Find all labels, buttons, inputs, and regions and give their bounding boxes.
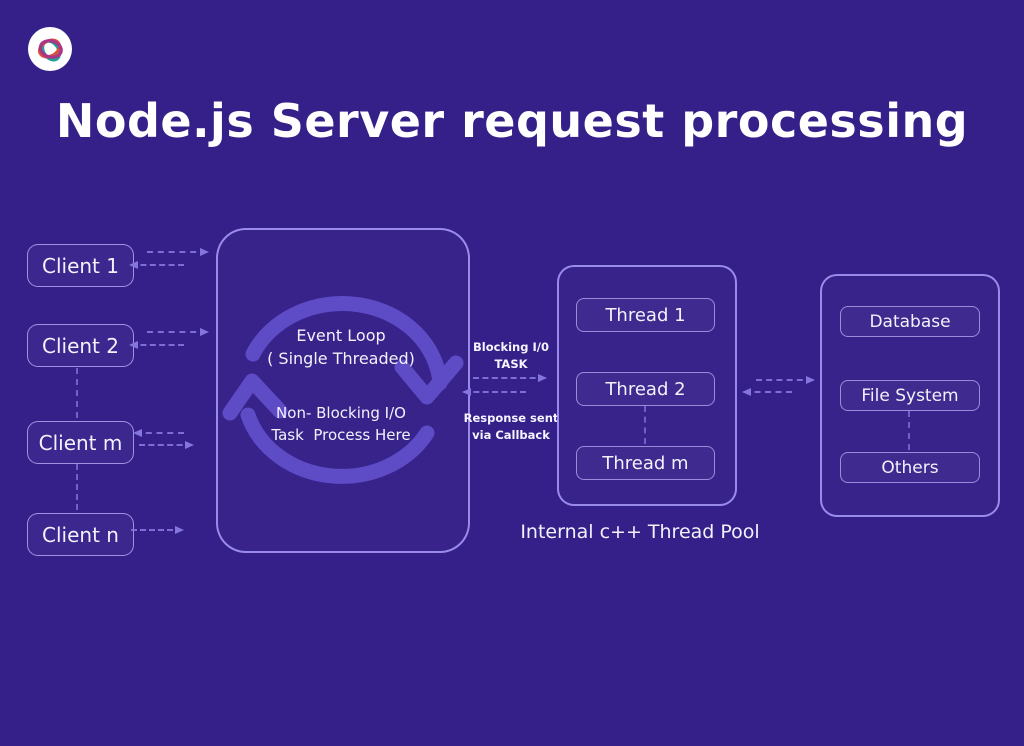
event-loop-title-line1: Event Loop: [296, 326, 386, 345]
client-1-box: Client 1: [27, 244, 134, 287]
thread-pool-box: [557, 265, 737, 506]
client-ellipsis-line: [76, 464, 78, 510]
client-ellipsis-line: [76, 368, 78, 418]
database-label: Database: [869, 311, 951, 332]
client-1-label: Client 1: [42, 253, 119, 278]
database-box: Database: [840, 306, 980, 337]
resources-box: [820, 274, 1000, 517]
blocking-task-label-line1: Blocking I/0: [473, 340, 549, 354]
clientm-response-arrow: [133, 429, 184, 437]
response-label-line1: Response sent: [463, 411, 559, 425]
response-callback-arrow: [462, 388, 526, 396]
client-m-box: Client m: [27, 421, 134, 464]
resources-to-pool-arrow: [742, 388, 792, 396]
brand-logo-icon: [28, 27, 72, 71]
client-n-box: Client n: [27, 513, 134, 556]
others-box: Others: [840, 452, 980, 483]
event-loop-body-line1: Non- Blocking I/O: [276, 404, 406, 422]
clientn-request-arrow: [131, 526, 184, 534]
file-system-box: File System: [840, 380, 980, 411]
client1-response-arrow: [129, 261, 184, 269]
client2-request-arrow: [147, 328, 209, 336]
others-label: Others: [881, 457, 939, 478]
client1-request-arrow: [147, 248, 209, 256]
client-2-label: Client 2: [42, 333, 119, 358]
thread-m-label: Thread m: [602, 452, 689, 474]
thread-pool-caption: Internal c++ Thread Pool: [520, 521, 760, 543]
resources-ellipsis-line: [908, 411, 910, 450]
thread-m-box: Thread m: [576, 446, 715, 480]
client2-response-arrow: [129, 341, 184, 349]
thread-2-box: Thread 2: [576, 372, 715, 406]
page-title: Node.js Server request processing: [55, 94, 969, 148]
response-label-line2: via Callback: [472, 428, 550, 442]
pool-to-resources-arrow: [756, 376, 815, 384]
thread-1-box: Thread 1: [576, 298, 715, 332]
event-loop-cycle-icon: [216, 228, 466, 549]
thread-1-label: Thread 1: [605, 304, 686, 326]
client-2-box: Client 2: [27, 324, 134, 367]
event-loop-title-line2: ( Single Threaded): [267, 349, 415, 368]
blocking-task-label-line2: TASK: [494, 357, 528, 371]
thread-ellipsis-line: [644, 406, 646, 444]
blocking-task-arrow: [473, 374, 547, 382]
file-system-label: File System: [861, 385, 959, 406]
client-n-label: Client n: [42, 522, 119, 547]
client-m-label: Client m: [38, 430, 123, 455]
thread-2-label: Thread 2: [605, 378, 686, 400]
clientm-request-arrow: [139, 441, 194, 449]
event-loop-body-line2: Task Process Here: [271, 426, 411, 444]
